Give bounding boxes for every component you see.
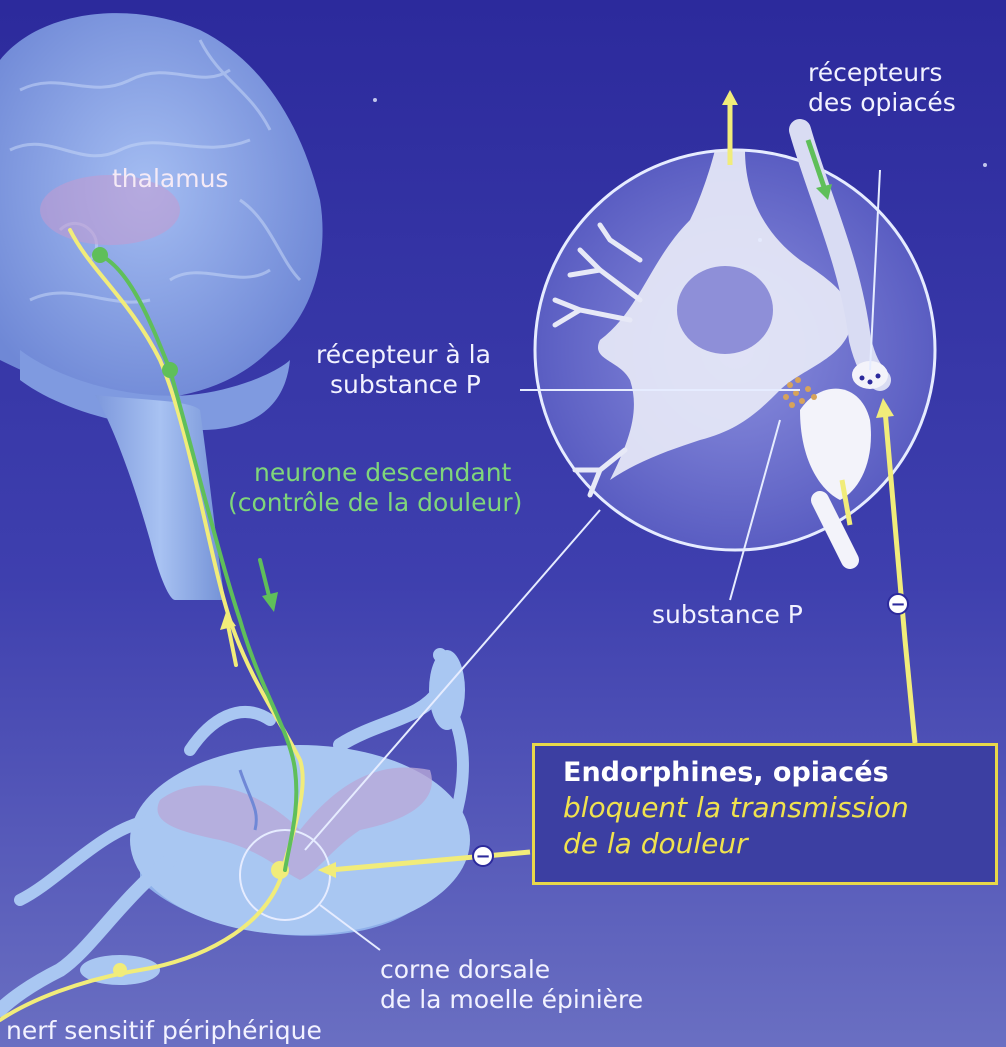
callout-line-2: de la douleur [563,826,995,862]
label-opioid-receptors-1: récepteurs [808,58,942,88]
label-dorsal-horn-2: de la moelle épinière [380,985,643,1015]
label-thalamus: thalamus [112,164,228,194]
label-descending-neuron-1: neurone descendant [254,458,511,488]
minus-sign-synapse: − [890,594,905,615]
label-peripheral-nerve: nerf sensitif périphérique [6,1016,322,1046]
label-substance-p-receptor-1: récepteur à la [316,340,491,370]
label-substance-p: substance P [652,600,803,630]
label-substance-p-receptor-2: substance P [330,370,481,400]
minus-sign-spinal: − [475,846,490,867]
endorphins-callout: Endorphines, opiacés bloquent la transmi… [532,743,998,885]
label-opioid-receptors-2: des opiacés [808,88,956,118]
callout-title: Endorphines, opiacés [563,756,995,790]
label-descending-neuron-2: (contrôle de la douleur) [228,488,522,518]
callout-line-1: bloquent la transmission [563,790,995,826]
label-dorsal-horn-1: corne dorsale [380,955,550,985]
